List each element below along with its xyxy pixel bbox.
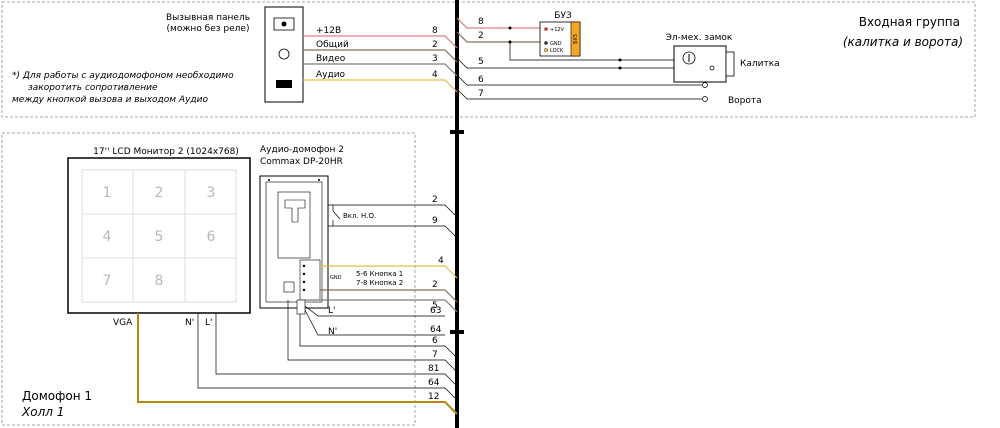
footnote-line: *) Для работы с аудиодомофоном необходим…: [12, 71, 234, 81]
wire-number: 2: [432, 280, 438, 290]
intercom-title: Аудио-домофон 2: [260, 145, 344, 155]
wire-number: 7: [432, 350, 438, 360]
l-label: L': [205, 318, 213, 328]
wire-number: 4: [438, 256, 444, 266]
panel-note: (можно без реле): [167, 24, 250, 34]
bus-tick: [450, 330, 464, 334]
buz-label: БУЗ: [554, 11, 572, 21]
lock-label: Эл-мех. замок: [666, 33, 733, 43]
wire-label: Видео: [316, 54, 346, 64]
wire-intercom-l: [304, 305, 445, 317]
footnote-line: между кнопкой вызова и выходом Аудио: [12, 95, 208, 105]
wire-number: 5: [432, 301, 438, 311]
wire-number: 81: [428, 364, 439, 374]
button2-label: 7-8 Кнопка 2: [356, 279, 403, 287]
wire-buz-gnd: [456, 31, 540, 43]
panel-label: Вызывная панель: [166, 13, 250, 23]
n2-label: N': [328, 327, 337, 337]
monitor-key: 7: [103, 273, 112, 289]
buz-side-label: БУЗ: [573, 34, 579, 44]
wire-number: 64: [430, 325, 442, 335]
monitor-key: 3: [207, 185, 216, 201]
wire-label: Общий: [316, 40, 349, 50]
hall-zone-title: Домофон 1: [22, 389, 92, 403]
wire-intercom-6: [299, 314, 458, 359]
entry-subtitle: (калитка и ворота): [843, 35, 963, 49]
monitor-key: 2: [155, 185, 164, 201]
wire-intercom-audio: [320, 265, 458, 279]
button1-label: 5-6 Кнопка 1: [356, 270, 403, 278]
wire-common: [303, 49, 458, 63]
wire-number: 8: [478, 17, 484, 27]
wire-number: 9: [432, 216, 438, 226]
buz-terminal: +12V: [550, 27, 565, 33]
wire-lock-a: [509, 42, 674, 61]
wire-number: 2: [432, 40, 438, 50]
wire-number: 4: [432, 70, 438, 80]
gate-label: Калитка: [740, 59, 780, 69]
wire-number: 8: [432, 26, 438, 36]
audio-intercom: [259, 175, 329, 315]
buz-terminal: GND: [550, 41, 562, 47]
wire-n-monitor: [197, 313, 458, 401]
footnote-line: закоротить сопротивление: [28, 83, 158, 93]
wire-buz-12v: [456, 17, 540, 29]
monitor-key: 1: [103, 185, 112, 201]
lcd-monitor: [67, 157, 251, 314]
wire-lock-b: [456, 57, 674, 69]
wire-number: 2: [478, 31, 484, 41]
wire-gate-6: [456, 74, 702, 86]
monitor-key: 8: [155, 273, 164, 289]
hall-zone-subtitle: Холл 1: [21, 405, 64, 419]
monitor-key: 5: [155, 229, 164, 245]
call-button-icon: [278, 48, 290, 60]
wire-number: 64: [428, 378, 440, 388]
wire-label: Аудио: [316, 70, 346, 80]
entry-title: Входная группа: [859, 15, 960, 29]
buz-terminal: LOCK: [550, 48, 564, 54]
lock-icon: [673, 45, 735, 83]
l2-label: L': [328, 306, 336, 316]
gnd-label: GND: [330, 275, 342, 281]
wire-l-monitor: [215, 313, 458, 387]
wire-intercom-9: [328, 225, 458, 239]
buz-block: [539, 21, 581, 57]
wire-intercom-5: [305, 299, 458, 313]
wire-video: [303, 63, 458, 77]
vkl-label: Вкл. Н.О.: [343, 212, 376, 220]
wire-audio: [303, 79, 458, 93]
relay-contact: [332, 205, 341, 226]
wire-number: 3: [432, 54, 438, 64]
monitor-key: 4: [103, 229, 112, 245]
monitor-key: 6: [207, 229, 216, 245]
call-panel: [264, 6, 304, 103]
wire-number: 2: [432, 195, 438, 205]
bus-tick: [450, 130, 464, 134]
vga-cable: [137, 313, 458, 415]
wire-number: 6: [478, 75, 484, 85]
hall-zone-frame: [1, 132, 416, 426]
wire-12v: [303, 35, 458, 49]
wire-number: 12: [428, 392, 439, 402]
wire-number: 7: [478, 89, 484, 99]
n-label: N': [185, 318, 194, 328]
intercom-model: Commax DP-20HR: [260, 157, 343, 167]
entry-zone-frame: [1, 1, 976, 118]
gate2-label: Ворота: [728, 96, 762, 106]
wire-intercom-7: [287, 300, 458, 373]
monitor-title: 17'' LCD Монитор 2 (1024x768): [93, 147, 239, 157]
wire-label: +12В: [316, 26, 341, 36]
vga-label: VGA: [113, 318, 133, 328]
wire-intercom-2: [328, 204, 458, 218]
wire-number: 63: [430, 306, 441, 316]
wire-number: 5: [478, 57, 484, 67]
wire-gate-7: [456, 88, 702, 100]
wire-intercom-2b: [320, 289, 458, 303]
wire-intercom-n: [304, 309, 445, 336]
wire-number: 6: [432, 336, 438, 346]
